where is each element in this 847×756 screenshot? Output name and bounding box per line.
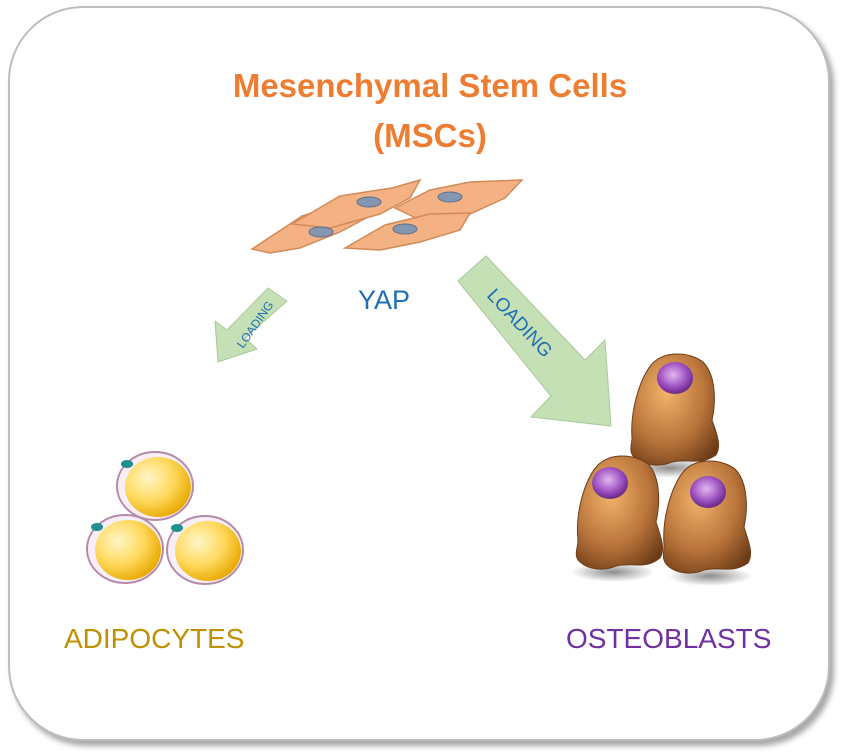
adipocytes-illustration xyxy=(86,451,244,585)
diagram-subtitle: (MSCs) xyxy=(373,117,487,154)
osteoblasts-illustration xyxy=(571,353,752,586)
msc-cells-illustration xyxy=(250,178,524,254)
loading-arrow-left: LOADING xyxy=(214,287,288,363)
loading-arrow-right: LOADING xyxy=(457,255,612,427)
yap-label: YAP xyxy=(358,285,411,315)
diagram-title: Mesenchymal Stem Cells xyxy=(232,67,628,104)
adipocytes-label: ADIPOCYTES xyxy=(64,623,245,654)
osteoblasts-label: OSTEOBLASTS xyxy=(566,623,772,654)
